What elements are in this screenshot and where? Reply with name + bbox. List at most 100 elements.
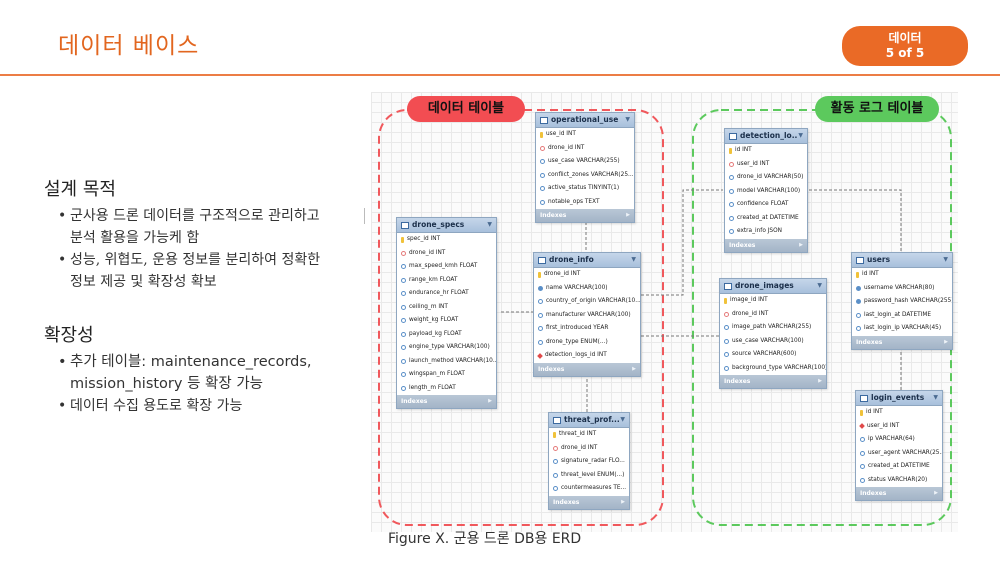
- column-icon: [401, 385, 406, 391]
- table-column: ip VARCHAR(64): [856, 433, 942, 447]
- table-column: spec_id INT: [397, 233, 496, 247]
- indexes-bar[interactable]: Indexes▶: [852, 335, 952, 349]
- primary-key-icon: [856, 271, 859, 278]
- indexes-bar[interactable]: Indexes▶: [534, 362, 640, 376]
- purpose-list: 군사용 드론 데이터를 구조적으로 관리하고 분석 활용을 가능케 함 성능, …: [58, 205, 334, 293]
- table-column: range_km FLOAT: [397, 274, 496, 288]
- table-column: first_introduced YEAR: [534, 322, 640, 336]
- table-column: detection_logs_id INT: [534, 349, 640, 363]
- table-column: user_agent VARCHAR(25...: [856, 447, 942, 461]
- erd-table-operational-use[interactable]: operational_use▼ use_id INT drone_id INT…: [535, 112, 635, 223]
- column-icon: [729, 202, 734, 208]
- table-column: last_login_at DATETIME: [852, 309, 952, 323]
- table-column: drone_id INT: [720, 308, 826, 322]
- play-icon: ▶: [944, 338, 948, 345]
- rel-detection-logs-users: [809, 189, 902, 252]
- column-icon: [538, 312, 543, 318]
- group-label-log-tables: 활동 로그 테이블: [815, 96, 939, 122]
- list-item: 추가 테이블: maintenance_records, mission_his…: [58, 351, 334, 395]
- erd-table-threat-profile[interactable]: threat_prof...▼ threat_id INT drone_id I…: [548, 412, 630, 510]
- column-icon: [729, 229, 734, 235]
- chevron-down-icon[interactable]: ▼: [487, 221, 492, 228]
- play-icon: ▶: [632, 365, 636, 372]
- play-icon: ▶: [621, 498, 625, 505]
- table-column: last_login_ip VARCHAR(45): [852, 322, 952, 336]
- indexes-bar[interactable]: Indexes▶: [536, 209, 634, 222]
- indexes-bar[interactable]: Indexes▶: [549, 495, 629, 509]
- erd-table-detection-logs[interactable]: detection_lo...▼ id INT user_id INT dron…: [724, 128, 808, 253]
- column-icon: [553, 445, 558, 451]
- table-name: threat_prof...: [564, 415, 620, 424]
- column-icon: [401, 277, 406, 283]
- table-column: password_hash VARCHAR(255): [852, 295, 952, 309]
- column-icon: [724, 365, 729, 371]
- column-icon: [724, 325, 729, 331]
- column-icon: [401, 358, 406, 364]
- primary-key-icon: [729, 147, 732, 154]
- table-column: endurance_hr FLOAT: [397, 287, 496, 301]
- indexes-bar[interactable]: Indexes▶: [725, 238, 807, 252]
- column-icon: [724, 352, 729, 358]
- column-icon: [860, 437, 865, 443]
- erd-table-users[interactable]: users ▼ id INT username VARCHAR(80) passw…: [851, 252, 953, 350]
- chevron-down-icon[interactable]: ▼: [620, 416, 625, 423]
- column-icon: [540, 145, 545, 151]
- table-column: username VARCHAR(80): [852, 282, 952, 296]
- column-icon: [401, 304, 406, 310]
- page-title: 데이터 베이스: [58, 33, 200, 59]
- table-column: drone_id INT: [534, 268, 640, 282]
- erd-table-drone-images[interactable]: drone_images▼ image_id INT drone_id INT …: [719, 278, 827, 389]
- play-icon: ▶: [799, 241, 803, 248]
- table-name: detection_lo...: [740, 131, 799, 140]
- play-icon: ▶: [626, 212, 630, 218]
- table-column: payload_kg FLOAT: [397, 328, 496, 342]
- table-column: threat_level ENUM(...): [549, 469, 629, 483]
- chevron-down-icon[interactable]: ▼: [933, 394, 938, 401]
- chevron-down-icon[interactable]: ▼: [631, 256, 636, 263]
- indexes-bar[interactable]: Indexes▶: [856, 487, 942, 500]
- column-icon: [401, 331, 406, 337]
- chevron-down-icon[interactable]: ▼: [625, 116, 630, 123]
- column-icon: [401, 250, 406, 256]
- table-column: drone_id INT: [536, 142, 634, 156]
- play-icon: ▶: [818, 378, 822, 384]
- list-item: 군사용 드론 데이터를 구조적으로 관리하고 분석 활용을 가능케 함: [58, 205, 334, 249]
- table-name: drone_specs: [412, 220, 465, 229]
- chevron-down-icon[interactable]: ▼: [817, 282, 822, 289]
- indexes-bar[interactable]: Indexes▶: [720, 375, 826, 388]
- erd-table-drone-info[interactable]: drone_info▼ drone_id INT name VARCHAR(10…: [533, 252, 641, 377]
- erd-table-drone-specs[interactable]: drone_specs▼ spec_id INT drone_id INT ma…: [396, 217, 497, 409]
- table-column: ceiling_m INT: [397, 301, 496, 315]
- column-icon: [860, 477, 865, 483]
- indexes-bar[interactable]: Indexes▶: [397, 395, 496, 408]
- table-column: launch_method VARCHAR(10...: [397, 355, 496, 369]
- table-column: image_id INT: [720, 294, 826, 308]
- list-item: 데이터 수집 용도로 확장 가능: [58, 395, 334, 417]
- chevron-down-icon[interactable]: ▼: [943, 256, 948, 263]
- column-icon: [724, 311, 729, 317]
- column-icon: [540, 172, 545, 178]
- play-icon: ▶: [934, 490, 938, 496]
- table-column: background_type VARCHAR(100): [720, 362, 826, 376]
- table-column: user_id INT: [856, 420, 942, 434]
- primary-key-icon: [860, 409, 863, 416]
- section-title-extensibility: 확장성: [44, 325, 94, 346]
- table-icon: [401, 221, 409, 229]
- table-name: users: [867, 255, 891, 264]
- extensibility-list: 추가 테이블: maintenance_records, mission_his…: [58, 351, 334, 417]
- column-icon: [856, 312, 861, 318]
- table-column: id INT: [725, 144, 807, 158]
- table-column: id INT: [852, 268, 952, 282]
- list-item: 성능, 위협도, 운용 정보를 분리하여 정확한 정보 제공 및 확장성 확보: [58, 249, 334, 293]
- column-icon: [860, 450, 865, 456]
- table-column: conflict_zones VARCHAR(25...: [536, 169, 634, 183]
- erd-table-login-events[interactable]: login_events▼ id INT user_id INT ip VARC…: [855, 390, 943, 501]
- chevron-down-icon[interactable]: ▼: [798, 132, 803, 139]
- table-column: engine_type VARCHAR(100): [397, 341, 496, 355]
- table-icon: [538, 256, 546, 264]
- column-icon: [729, 215, 734, 221]
- column-icon: [729, 161, 734, 167]
- column-icon: [860, 464, 865, 470]
- header-divider: [0, 74, 1000, 76]
- table-icon: [729, 132, 737, 140]
